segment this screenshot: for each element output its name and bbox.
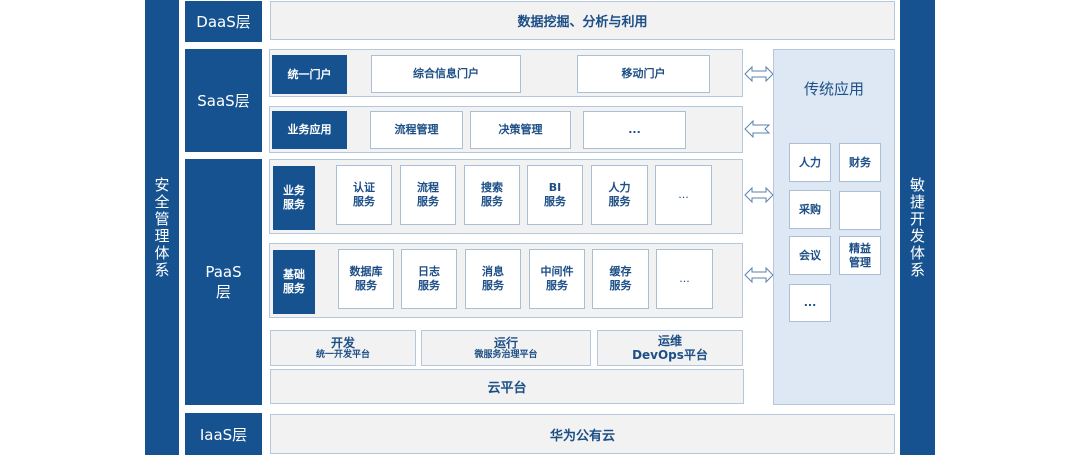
cloud-platform-text: 云平台 xyxy=(487,381,527,396)
runtime-platform-title: 运行 xyxy=(493,335,518,350)
business-apps-category-text: 业务应用 xyxy=(287,123,332,136)
message-service-text: 消息 服务 xyxy=(482,265,504,292)
legacy-meeting-box: 会议 xyxy=(789,236,831,275)
log-service-text: 日志 服务 xyxy=(418,265,440,292)
log-service-box: 日志 服务 xyxy=(401,249,457,309)
legacy-hr-text: 人力 xyxy=(799,155,821,169)
double-arrow-icon xyxy=(744,65,774,83)
agile-development-bar: 敏捷开发体系 xyxy=(900,0,935,455)
legacy-procurement-box: 采购 xyxy=(789,190,831,229)
base-services-more-box: ... xyxy=(656,249,713,309)
dev-platform-subtitle: 统一开发平台 xyxy=(315,349,370,360)
paas-layer-label: PaaS 层 xyxy=(185,159,262,405)
decision-management-text: 决策管理 xyxy=(498,123,543,136)
legacy-meeting-text: 会议 xyxy=(799,248,821,262)
iaas-label-text: IaaS层 xyxy=(199,425,248,444)
security-management-label: 安全管理体系 xyxy=(152,176,171,279)
bi-service-box: BI 服务 xyxy=(527,165,583,225)
business-apps-category: 业务应用 xyxy=(272,111,347,149)
business-services-category: 业务 服务 xyxy=(273,166,315,230)
runtime-platform-box: 运行 微服务治理平台 xyxy=(421,330,591,366)
portal-category-text: 统一门户 xyxy=(287,67,332,81)
process-management-text: 流程管理 xyxy=(394,123,439,136)
daas-content-text: 数据挖掘、分析与利用 xyxy=(517,15,648,30)
auth-service-text: 认证 服务 xyxy=(353,181,375,208)
daas-layer-label: DaaS层 xyxy=(185,1,262,42)
daas-label-text: DaaS层 xyxy=(196,13,251,31)
database-service-box: 数据库 服务 xyxy=(338,249,394,309)
saas-more-box: ... xyxy=(583,111,686,149)
legacy-lean-management-text: 精益 管理 xyxy=(849,241,871,269)
left-arrow-icon xyxy=(744,120,771,138)
paas-label-text: PaaS 层 xyxy=(205,263,242,301)
business-services-more-box: ... xyxy=(655,165,712,225)
cloud-platform-box: 云平台 xyxy=(270,369,744,404)
middleware-service-box: 中间件 服务 xyxy=(529,249,585,309)
legacy-hr-box: 人力 xyxy=(789,143,831,182)
ops-platform-box: 运维 DevOps平台 xyxy=(597,330,743,366)
legacy-empty-box xyxy=(839,191,881,230)
base-services-more-text: ... xyxy=(679,272,690,285)
iaas-layer-label: IaaS层 xyxy=(185,413,262,455)
middleware-service-text: 中间件 服务 xyxy=(540,265,574,292)
business-services-more-text: ... xyxy=(678,188,689,201)
saas-label-text: SaaS层 xyxy=(197,92,250,110)
iaas-content-text: 华为公有云 xyxy=(549,428,615,444)
hr-service-box: 人力 服务 xyxy=(591,165,648,225)
saas-layer-label: SaaS层 xyxy=(185,49,262,152)
ops-platform-subtitle: DevOps平台 xyxy=(632,348,708,362)
double-arrow-icon xyxy=(744,266,774,284)
auth-service-box: 认证 服务 xyxy=(336,165,392,225)
runtime-platform-subtitle: 微服务治理平台 xyxy=(474,349,538,360)
integrated-portal-text: 综合信息门户 xyxy=(413,67,479,80)
search-service-text: 搜索 服务 xyxy=(481,181,503,208)
portal-category: 统一门户 xyxy=(272,55,347,94)
message-service-box: 消息 服务 xyxy=(465,249,521,309)
legacy-finance-box: 财务 xyxy=(839,143,881,182)
mobile-portal-text: 移动门户 xyxy=(621,67,666,80)
daas-content: 数据挖掘、分析与利用 xyxy=(270,1,895,40)
agile-development-label: 敏捷开发体系 xyxy=(908,176,926,279)
process-management-box: 流程管理 xyxy=(370,111,463,149)
base-services-category-text: 基础 服务 xyxy=(283,268,305,295)
database-service-text: 数据库 服务 xyxy=(349,265,383,292)
legacy-procurement-text: 采购 xyxy=(799,202,821,216)
search-service-box: 搜索 服务 xyxy=(464,165,520,225)
security-management-bar: 安全管理体系 xyxy=(145,0,179,455)
cache-service-box: 缓存 服务 xyxy=(592,249,649,309)
iaas-content: 华为公有云 xyxy=(270,414,895,454)
workflow-service-text: 流程 服务 xyxy=(417,181,439,208)
dev-platform-box: 开发 统一开发平台 xyxy=(270,330,416,366)
base-services-category: 基础 服务 xyxy=(273,250,315,314)
legacy-apps-title: 传统应用 xyxy=(803,80,864,98)
bi-service-text: BI 服务 xyxy=(544,181,566,208)
workflow-service-box: 流程 服务 xyxy=(400,165,456,225)
saas-more-text: ... xyxy=(628,123,641,136)
legacy-lean-management-box: 精益 管理 xyxy=(839,236,881,275)
legacy-finance-text: 财务 xyxy=(849,155,871,169)
integrated-portal-box: 综合信息门户 xyxy=(371,55,521,93)
legacy-more-text: ... xyxy=(803,296,817,309)
double-arrow-icon xyxy=(744,186,774,204)
cache-service-text: 缓存 服务 xyxy=(609,265,632,292)
decision-management-box: 决策管理 xyxy=(470,111,571,149)
hr-service-text: 人力 服务 xyxy=(608,181,631,208)
legacy-more-box: ... xyxy=(789,284,831,322)
business-services-category-text: 业务 服务 xyxy=(283,184,305,211)
mobile-portal-box: 移动门户 xyxy=(577,55,710,93)
ops-platform-title: 运维 xyxy=(657,334,682,348)
dev-platform-title: 开发 xyxy=(330,335,355,350)
